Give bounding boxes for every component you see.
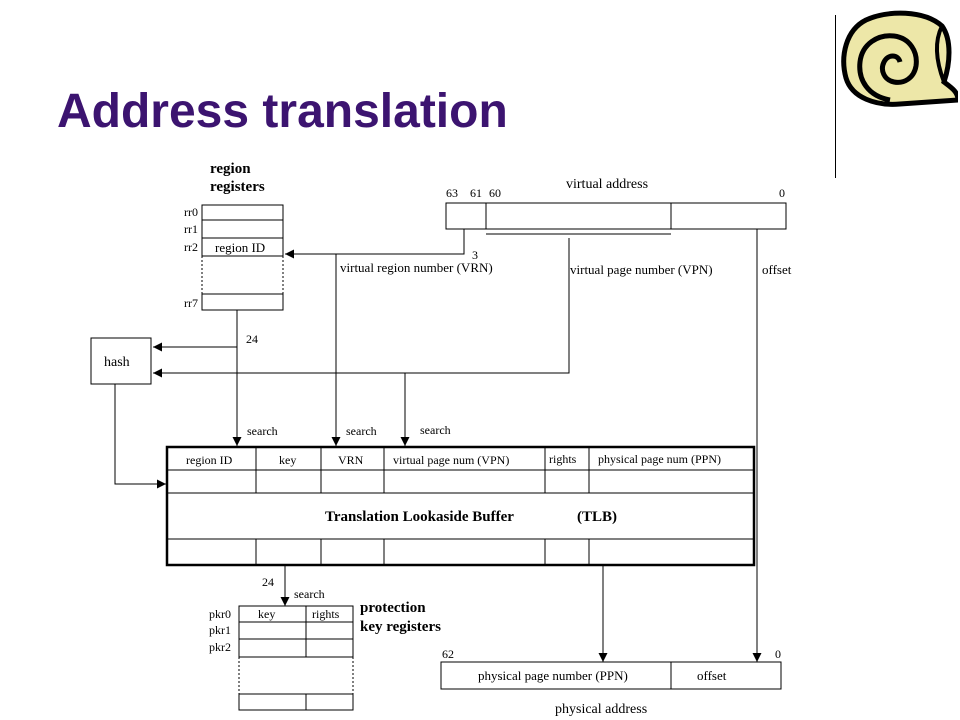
offset-label: offset xyxy=(762,262,792,277)
rr0-cell xyxy=(201,204,284,221)
rr1-cell xyxy=(201,219,284,239)
search-label-3: search xyxy=(420,423,451,437)
vrn-bits-label: 3 xyxy=(472,248,478,262)
hash-width-label: 24 xyxy=(246,332,258,346)
pkr0-label: pkr0 xyxy=(209,607,231,621)
slide-title: Address translation xyxy=(57,85,508,138)
tlb-abbrev: (TLB) xyxy=(577,509,617,525)
tlb-col-vpn: virtual page num (VPN) xyxy=(393,453,509,467)
virtual-address: virtual address 63 61 60 0 3 virtual reg… xyxy=(340,177,792,277)
search-label-2: search xyxy=(346,424,377,438)
region-registers: region registers rr0 rr1 rr2 rr7 region … xyxy=(184,161,284,311)
pkr-col-rights: rights xyxy=(312,607,340,621)
virtual-address-title: virtual address xyxy=(566,177,648,192)
pkr-search-label: search xyxy=(294,587,325,601)
connectors xyxy=(114,229,762,662)
bit-60-label: 60 xyxy=(489,186,501,200)
tlb-col-key: key xyxy=(279,453,296,467)
pkr-col-key: key xyxy=(258,607,275,621)
rr2-cell xyxy=(201,237,284,257)
phys-offset-label: offset xyxy=(697,668,727,683)
rr7-label: rr7 xyxy=(184,296,198,310)
protection-heading-1: protection xyxy=(360,600,426,616)
pkr2-label: pkr2 xyxy=(209,640,231,654)
tlb-col-rights: rights xyxy=(549,452,577,466)
tlb-title: Translation Lookaside Buffer xyxy=(325,509,514,525)
virtual-address-box xyxy=(445,202,787,230)
pkr-width-label: 24 xyxy=(262,575,274,589)
hash-box xyxy=(90,337,152,385)
physical-address-box xyxy=(440,661,782,690)
search-label-1: search xyxy=(247,424,278,438)
pkr1-label: pkr1 xyxy=(209,623,231,637)
bit-61-label: 61 xyxy=(470,186,482,200)
vpn-label: virtual page number (VPN) xyxy=(570,262,713,277)
phys-bit-0-label: 0 xyxy=(775,647,781,661)
rr7-cell xyxy=(201,293,284,311)
tlb-table: region ID key VRN virtual page num (VPN)… xyxy=(165,445,756,567)
bit-63-label: 63 xyxy=(446,186,458,200)
snail-shell-logo xyxy=(841,10,958,107)
region-registers-heading-1: region xyxy=(210,161,251,177)
bit-0-label: 0 xyxy=(779,186,785,200)
tlb-col-region-id: region ID xyxy=(186,453,233,467)
region-registers-heading-2: registers xyxy=(210,179,265,195)
physical-address: 62 0 physical page number (PPN) offset p… xyxy=(440,647,782,717)
tlb-col-vrn: VRN xyxy=(338,453,364,467)
rr2-label: rr2 xyxy=(184,240,198,254)
bit-62-label: 62 xyxy=(442,647,454,661)
title-divider xyxy=(835,15,836,178)
protection-heading-2: key registers xyxy=(360,619,441,635)
protection-key-registers: 24 search protection key registers key r… xyxy=(209,575,441,711)
hash-label: hash xyxy=(104,355,130,370)
phys-ppn-label: physical page number (PPN) xyxy=(478,668,628,683)
physical-address-title: physical address xyxy=(555,702,647,717)
rr1-label: rr1 xyxy=(184,222,198,236)
tlb-col-ppn: physical page num (PPN) xyxy=(598,452,721,466)
rr0-label: rr0 xyxy=(184,205,198,219)
tlb-border xyxy=(165,445,756,567)
vrn-label: virtual region number (VRN) xyxy=(340,260,493,275)
region-id-label: region ID xyxy=(215,240,265,255)
